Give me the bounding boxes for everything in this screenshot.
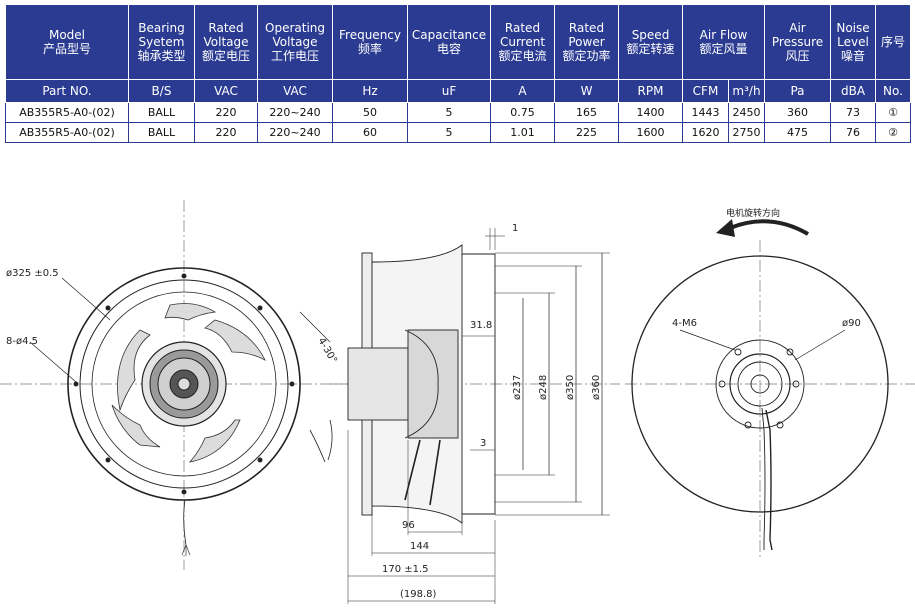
impeller-blades [111, 303, 266, 463]
inner-ring [79, 279, 289, 489]
dim-96: 96 [402, 520, 415, 531]
cell-current: 0.75 [490, 102, 555, 123]
front-angle-label: 4-30° [315, 336, 338, 365]
cell-operating-voltage: 220~240 [257, 122, 333, 143]
cell-speed: 1400 [618, 102, 683, 123]
header-number: 序号 [875, 4, 912, 80]
dim-31-8: 31.8 [470, 320, 492, 331]
cell-power: 165 [554, 102, 619, 123]
rear-outer-ring [631, 255, 889, 513]
front-holes-label: 8-ø4.5 [6, 336, 38, 347]
cell-capacitance: 5 [407, 102, 491, 123]
unit-cell: uF [407, 79, 491, 103]
unit-cell: B/S [128, 79, 195, 103]
dim-d360: ø360 [591, 375, 602, 400]
side-view [327, 228, 620, 604]
dim-d237: ø237 [512, 375, 523, 400]
cell-bearing: BALL [128, 122, 195, 143]
front-view [0, 200, 363, 570]
rear-view [625, 219, 915, 560]
cell-frequency: 50 [332, 102, 408, 123]
dim-d248: ø248 [538, 375, 549, 400]
cell-part-no: AB355R5-A0-(02) [5, 102, 129, 123]
rear-hub-label: ø90 [842, 318, 861, 329]
rotation-label: 电机旋转方向 [726, 207, 780, 219]
table-row: AB355R5-A0-(02) BALL 220 220~240 50 5 0.… [5, 102, 912, 123]
unit-cell: CFM [682, 79, 729, 103]
unit-cell: m³/h [727, 79, 766, 103]
rotation-arrow [729, 219, 810, 236]
rear-screws-label: 4-M6 [672, 318, 697, 329]
unit-cell: VAC [194, 79, 258, 103]
unit-cell: No. [875, 79, 912, 103]
unit-cell: RPM [618, 79, 683, 103]
cell-capacitance: 5 [407, 122, 491, 143]
dim-d350: ø350 [565, 375, 576, 400]
dim-170: 170 ±1.5 [382, 564, 429, 575]
rear-screws [718, 348, 800, 429]
cell-pressure: 475 [764, 122, 832, 143]
cell-noise: 73 [830, 102, 877, 123]
dim-198: (198.8) [400, 589, 437, 600]
cell-pressure: 360 [764, 102, 832, 123]
dim-1: 1 [512, 223, 518, 234]
cell-speed: 1600 [618, 122, 683, 143]
cell-cfm: 1620 [682, 122, 729, 143]
table-row: AB355R5-A0-(02) BALL 220 220~240 60 5 1.… [5, 122, 912, 143]
technical-drawing: ø325 ±0.5 8-ø4.5 4-30° [0, 200, 915, 604]
unit-cell: dBA [830, 79, 877, 103]
side-motor [347, 347, 409, 421]
cell-noise: 76 [830, 122, 877, 143]
unit-cell: A [490, 79, 555, 103]
cell-rated-voltage: 220 [194, 102, 258, 123]
cell-operating-voltage: 220~240 [257, 102, 333, 123]
dim-3: 3 [480, 438, 486, 449]
unit-row: Part NO. B/S VAC VAC Hz uF A W RPM CFM m… [5, 79, 912, 103]
unit-cell: Pa [764, 79, 832, 103]
cell-rated-voltage: 220 [194, 122, 258, 143]
motor-hub [141, 341, 227, 427]
unit-cell: W [554, 79, 619, 103]
cell-bearing: BALL [128, 102, 195, 123]
cell-frequency: 60 [332, 122, 408, 143]
mounting-holes [73, 273, 295, 495]
outer-ring [67, 267, 301, 501]
cell-power: 225 [554, 122, 619, 143]
cell-current: 1.01 [490, 122, 555, 143]
cell-m3h: 2450 [727, 102, 766, 123]
cell-m3h: 2750 [727, 122, 766, 143]
unit-cell: VAC [257, 79, 333, 103]
unit-cell: Part NO. [5, 79, 129, 103]
cell-part-no: AB355R5-A0-(02) [5, 122, 129, 143]
cell-cfm: 1443 [682, 102, 729, 123]
front-diameter-label: ø325 ±0.5 [6, 268, 59, 279]
dim-144: 144 [410, 541, 429, 552]
cell-number: ① [875, 102, 912, 123]
unit-cell: Hz [332, 79, 408, 103]
cell-number: ② [875, 122, 912, 143]
